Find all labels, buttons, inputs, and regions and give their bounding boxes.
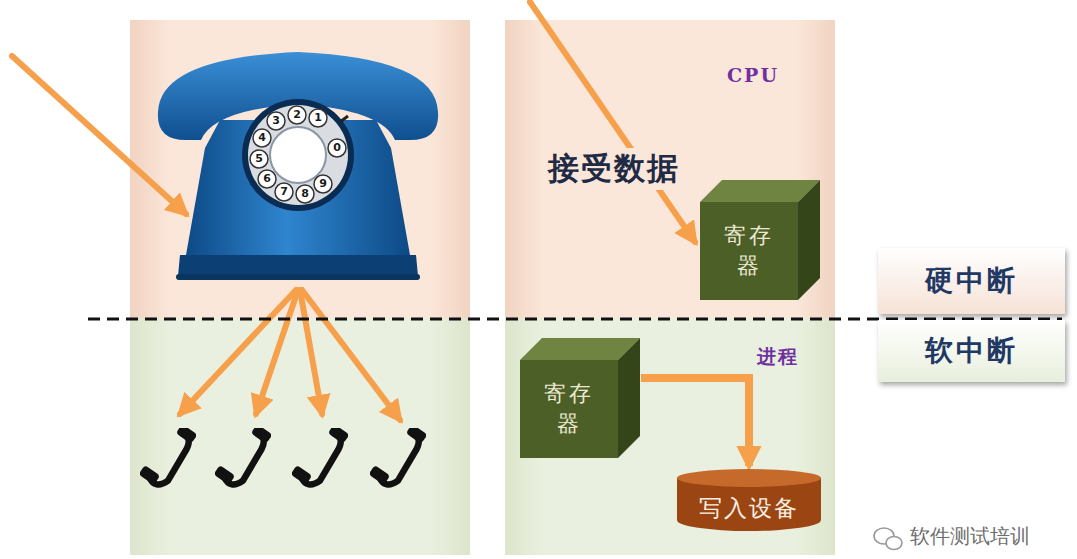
interrupt-tag: 硬中断: [878, 248, 1065, 314]
dial-digit: 2: [293, 109, 301, 121]
register-cube: 寄存器: [520, 338, 640, 458]
device-face: 写入设备: [676, 486, 822, 530]
dial-digit: 3: [272, 115, 280, 127]
register-label: 寄存器: [544, 379, 594, 438]
dial-digit: 7: [280, 186, 288, 198]
device-cylinder: 写入设备: [676, 468, 822, 532]
dial-digit: 1: [314, 112, 322, 124]
section-label: CPU: [727, 64, 779, 86]
dial-digit: 4: [258, 132, 266, 144]
section-label: 进程: [757, 344, 799, 370]
dial-digit: 0: [333, 142, 341, 154]
stage-panel: CPU 接受数据寄存器: [505, 20, 835, 318]
dial-digit: 5: [255, 153, 263, 165]
interrupt-tag: 软中断: [878, 320, 1065, 382]
cube-face: 寄存器: [520, 360, 618, 458]
register-cube: 寄存器: [700, 180, 820, 300]
register-label: 寄存器: [724, 221, 774, 280]
step-label: 接受数据: [545, 148, 683, 190]
watermark: 软件测试培训: [910, 524, 1030, 548]
interrupt-label: 软中断: [925, 332, 1018, 370]
stage-panel: 进程寄存器写入设备: [505, 318, 835, 555]
flow-arrow: [641, 378, 749, 466]
dial-digit: 6: [263, 173, 271, 185]
cube-face: 寄存器: [700, 202, 798, 300]
interrupt-label: 硬中断: [925, 262, 1018, 300]
device-label: 写入设备: [699, 493, 799, 524]
dial-digit: 9: [319, 178, 327, 190]
dial-digit: 8: [301, 188, 309, 200]
